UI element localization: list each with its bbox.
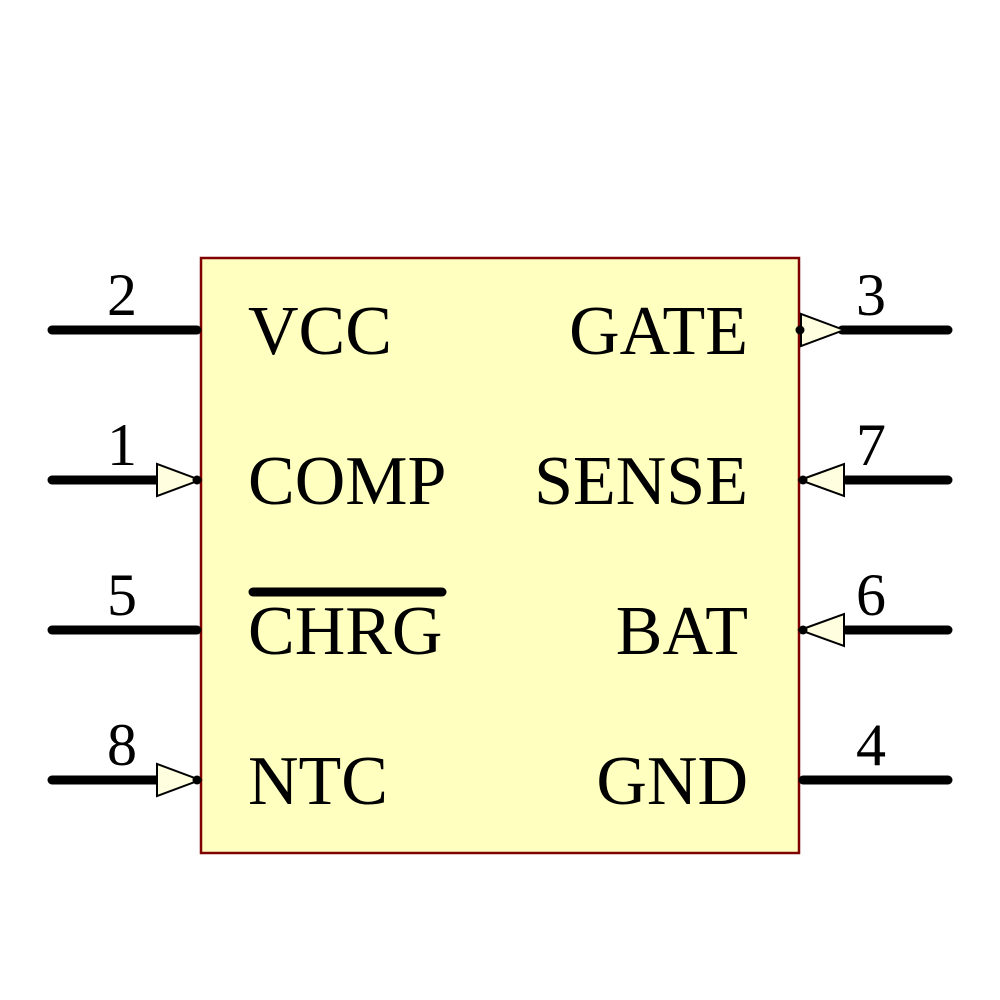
pin-ntc-label: NTC xyxy=(248,743,388,820)
pin-comp-input-arrow-icon xyxy=(156,462,203,498)
pin-vcc-number: 2 xyxy=(107,262,137,328)
pin-ntc-connection-dot xyxy=(192,775,202,785)
pin-sense-number: 7 xyxy=(856,412,886,478)
pin-sense: 7 SENSE xyxy=(534,412,953,520)
pin-comp: 1 COMP xyxy=(47,412,446,520)
pin-gate: 3 GATE xyxy=(569,262,953,370)
pin-gnd-number: 4 xyxy=(856,712,886,778)
pin-bat-input-arrow-icon xyxy=(797,612,845,648)
pin-gate-output-arrow-icon xyxy=(800,312,847,348)
pin-vcc-label: VCC xyxy=(248,293,392,370)
pin-vcc: 2 VCC xyxy=(47,262,392,370)
pin-gnd: 4 GND xyxy=(596,712,953,820)
pin-chrg-label: CHRG xyxy=(248,593,442,670)
pin-chrg: 5 CHRG xyxy=(47,562,447,670)
pin-chrg-number: 5 xyxy=(107,562,137,628)
pin-bat-number: 6 xyxy=(856,562,886,628)
pin-ntc: 8 NTC xyxy=(47,712,388,820)
pin-comp-connection-dot xyxy=(192,475,202,485)
pin-sense-connection-dot xyxy=(798,475,808,485)
pin-ntc-input-arrow-icon xyxy=(156,762,203,798)
pin-gnd-label: GND xyxy=(596,743,748,820)
pin-sense-input-arrow-icon xyxy=(797,462,845,498)
pin-ntc-number: 8 xyxy=(107,712,137,778)
pin-gate-label: GATE xyxy=(569,293,748,370)
pin-sense-label: SENSE xyxy=(534,443,748,520)
pin-comp-number: 1 xyxy=(107,412,137,478)
pin-gate-number: 3 xyxy=(856,262,886,328)
ic-body xyxy=(199,256,801,855)
pin-bat-connection-dot xyxy=(798,625,808,635)
pin-gate-connection-dot xyxy=(795,325,805,335)
pin-bat-label: BAT xyxy=(616,593,748,670)
pin-comp-label: COMP xyxy=(248,443,446,520)
pin-bat: 6 BAT xyxy=(616,562,953,670)
